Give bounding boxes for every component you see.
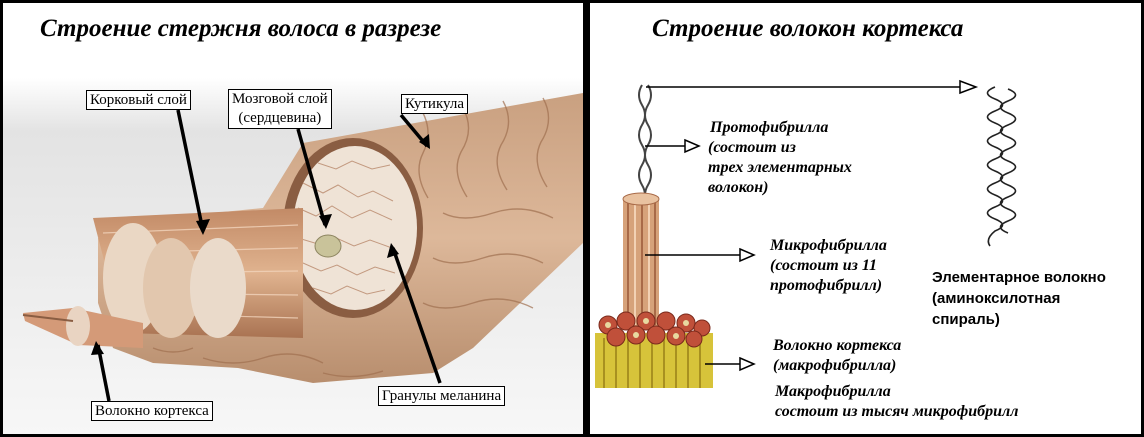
protofibril-label: Протофибрилла (состоит из трех элементар…: [708, 119, 852, 196]
hair-shaft-illustration: [3, 78, 583, 434]
cortex-fibers-panel: Строение волокон кортекса Протофибрилла …: [590, 3, 1141, 434]
right-panel-title: Строение волокон кортекса: [652, 15, 964, 42]
medulla-label: Мозговой слой (сердцевина): [228, 89, 332, 129]
cortex-layer-label: Корковый слой: [86, 90, 191, 110]
elementary-fiber-label: Элементарное волокно (аминоксилотная спи…: [932, 269, 1106, 328]
hair-shaft-panel: Строение стержня волоса в разрезе Корков…: [3, 3, 583, 434]
left-panel-title: Строение стержня волоса в разрезе: [40, 15, 442, 42]
cuticle-label: Кутикула: [401, 94, 469, 114]
cortex-fiber-label: Волокно кортекса: [91, 401, 213, 421]
cortex-fibers-illustration: [595, 79, 1017, 388]
melanin-granules-label: Гранулы меланина: [378, 386, 506, 406]
cortex-fiber-macrofibril-label: Волокно кортекса (макрофибрилла): [773, 337, 902, 374]
microfibril-label: Микрофибрилла (состоит из 11 протофибрил…: [770, 237, 887, 294]
macrofibril-note: Макрофибрилла состоит из тысяч микрофибр…: [775, 383, 1019, 420]
